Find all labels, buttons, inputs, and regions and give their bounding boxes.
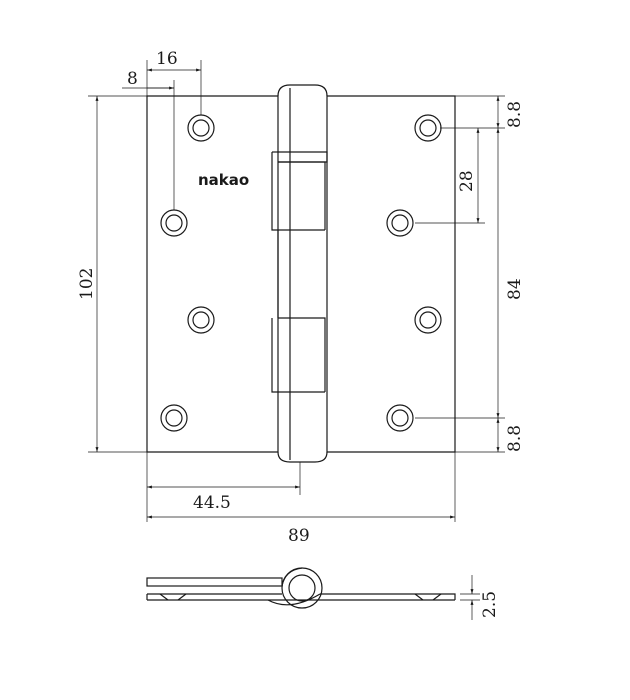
dim-label-8-8-top: 8.8 <box>505 101 525 128</box>
hinge-side-view: 2.5 <box>146 567 500 620</box>
screw-hole <box>414 114 442 142</box>
dim-label-8: 8 <box>127 69 138 89</box>
screw-holes <box>160 114 442 432</box>
dim-label-16: 16 <box>156 49 178 69</box>
dim-label-2-5: 2.5 <box>480 591 500 618</box>
dim-hole-offset: 8 <box>122 69 175 210</box>
hinge-knuckle <box>271 84 328 463</box>
dim-label-44-5: 44.5 <box>193 493 231 513</box>
dim-label-84: 84 <box>505 278 525 300</box>
dim-bottom: 44.5 89 <box>146 452 456 546</box>
dim-top-hole-spacing: 16 <box>146 49 202 115</box>
dim-label-28: 28 <box>457 170 477 192</box>
dim-label-102: 102 <box>77 268 97 300</box>
dim-label-8-8-bottom: 8.8 <box>505 425 525 452</box>
screw-hole <box>160 209 188 237</box>
screw-hole <box>386 209 414 237</box>
screw-hole <box>160 404 188 432</box>
screw-hole <box>187 306 215 334</box>
right-leaf <box>326 95 456 453</box>
dim-label-89: 89 <box>288 526 310 546</box>
screw-hole <box>386 404 414 432</box>
screw-hole <box>414 306 442 334</box>
brand-logo: nakao <box>198 171 249 189</box>
screw-hole <box>187 114 215 142</box>
dim-height: 102 <box>77 95 147 453</box>
dim-right-side: 8.8 28 84 8.8 <box>415 95 525 453</box>
